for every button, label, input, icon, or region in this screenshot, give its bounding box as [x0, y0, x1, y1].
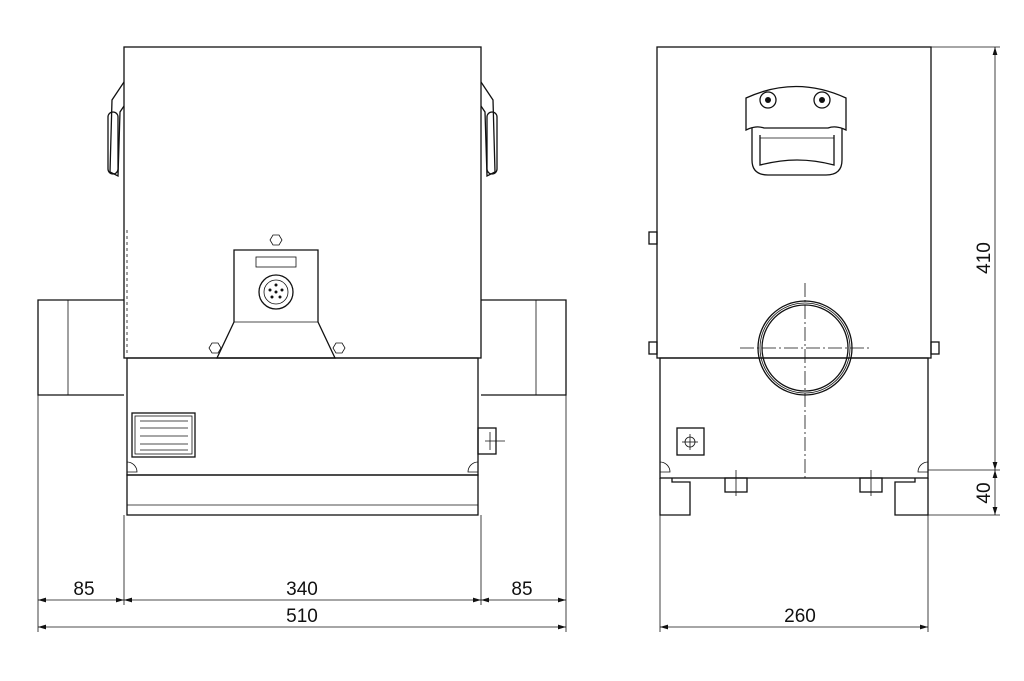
lower-housing-side	[659, 357, 929, 479]
hex-bolt	[208, 342, 222, 354]
side-view	[648, 46, 940, 516]
connector-socket	[258, 274, 294, 310]
dim-overall-510: 510	[286, 606, 318, 627]
corner-fillet	[467, 461, 479, 473]
left-latch-handle	[107, 81, 125, 178]
upper-housing-side	[656, 46, 932, 359]
hex-bolt	[269, 234, 283, 246]
dim-height-410: 410	[974, 242, 995, 274]
carry-handle	[745, 85, 847, 176]
right-side-pad	[481, 299, 567, 396]
left-foot-channel	[659, 478, 691, 516]
connector-plate	[215, 249, 337, 359]
right-latch-handle	[480, 81, 498, 178]
side-bolt	[648, 231, 658, 245]
dim-base-40: 40	[974, 482, 995, 503]
front-view	[37, 46, 567, 516]
ground-terminal	[676, 427, 705, 456]
corner-fillet	[126, 461, 138, 473]
nameplate	[131, 412, 196, 458]
base-frame	[126, 474, 479, 516]
dim-right-85: 85	[511, 579, 532, 600]
upper-housing	[123, 46, 482, 359]
front-dimensions: 85 340 85 510	[37, 395, 567, 632]
hex-bolt	[332, 342, 346, 354]
dim-left-85: 85	[73, 579, 94, 600]
dim-center-340: 340	[286, 579, 318, 600]
right-foot-channel	[894, 478, 929, 516]
side-bolt	[930, 341, 940, 355]
side-bolt	[648, 341, 658, 355]
left-side-pad	[37, 299, 124, 396]
side-dimensions: 260 410 40	[659, 46, 1000, 632]
dim-depth-260: 260	[784, 606, 816, 627]
